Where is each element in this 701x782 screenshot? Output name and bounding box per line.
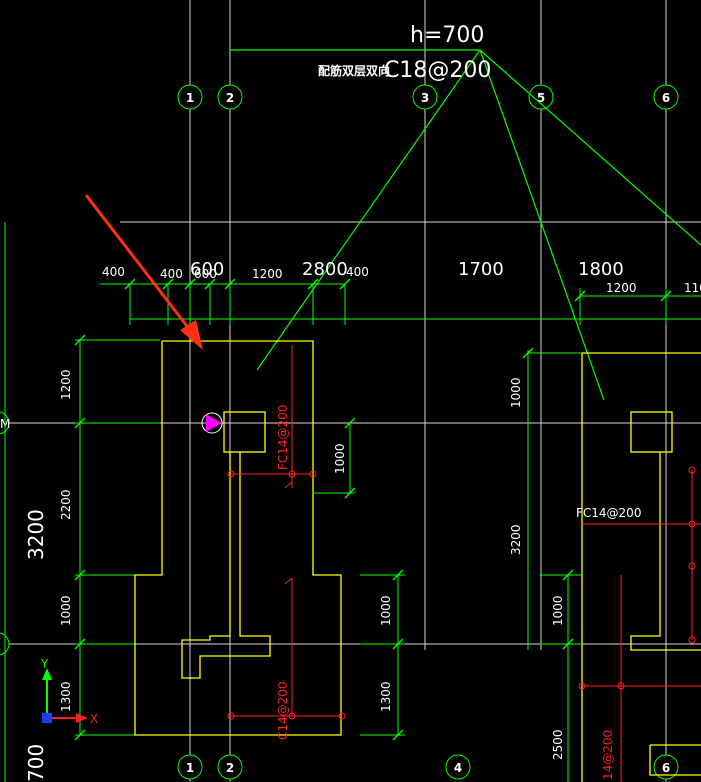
inner-dim-1000-a: 1000 [333,443,347,474]
left-dim-700: 700 [24,744,48,782]
top-dim-1200: 1200 [252,267,283,281]
grid-label-top-6: 6 [662,91,670,105]
grid-bubble-left-lower[interactable] [0,632,10,656]
red-pointer-arrow-icon [84,194,203,350]
grid-bubble-bottom-2[interactable] [217,754,243,780]
top-dim-600-large: 600 [190,259,224,280]
grid-label-bottom-1: 1 [186,761,194,775]
grid-bubble-top-2[interactable] [217,84,243,110]
grid-bubble-top-5[interactable] [528,84,554,110]
grid-bubble-bottom-6[interactable] [653,754,679,780]
rebar-label-upper: FC14@200 [276,405,290,470]
grid-label-top-1: 1 [186,91,194,105]
left-dim-1000: 1000 [59,595,73,626]
column-outline[interactable] [223,411,266,453]
left-dim-1300: 1300 [59,681,73,712]
right-dim-2500: 2500 [551,729,565,760]
left-dim-2200: 2200 [59,489,73,520]
right-dim-1000-a: 1000 [509,377,523,408]
rebar-nodes [227,466,696,720]
annotation-leaders [230,49,701,401]
top-dim-1200-right: 1200 [606,281,637,295]
grid-bubbles-top [177,84,679,110]
insertion-point-marker[interactable] [201,412,223,434]
rebar-prefix-label: 配筋双层双向 [318,63,390,78]
right-column-outline[interactable] [630,411,673,453]
rebar-label-right: 14@200 [601,730,615,780]
inner-dimension-lines [313,350,582,782]
foundation-outline[interactable] [134,340,701,782]
ucs-y-label: Y [40,657,49,671]
grid-label-bottom-2: 2 [226,761,234,775]
grid-bubbles-bottom [177,754,679,780]
inner-dim-1300: 1300 [379,681,393,712]
top-dim-400-a: 400 [102,265,125,279]
grid-bubble-top-1[interactable] [177,84,203,110]
top-dim-400-b: 400 [160,267,183,281]
ucs-icon [42,668,88,723]
left-dimension-lines [4,222,160,782]
grid-bubble-left-m[interactable] [0,411,10,435]
play-marker-icon [206,414,222,432]
rebar-spec-label: C18@200 [384,58,491,83]
left-dim-3200: 3200 [24,509,48,560]
rebar-label-lower: C14@200 [276,681,290,740]
ucs-x-label: X [90,712,98,726]
top-dim-600-small: 600 [194,267,217,281]
top-dim-110: 110 [684,281,701,295]
grid-label-bottom-6: 6 [662,761,670,775]
top-dim-400-c: 400 [346,265,369,279]
grid-label-top-2: 2 [226,91,234,105]
grid-bubble-bottom-4[interactable] [445,754,471,780]
grid-label-bottom-4: 4 [454,761,462,775]
top-dim-1700: 1700 [458,259,504,280]
grid-bubble-top-3[interactable] [412,84,438,110]
top-dimension-ticks [124,278,672,302]
right-dim-3200: 3200 [509,524,523,555]
rebar-lines[interactable] [231,345,701,782]
grid-bubble-top-6[interactable] [653,84,679,110]
top-dim-2800: 2800 [302,259,348,280]
left-dim-1200: 1200 [59,369,73,400]
right-foundation-label: FC14@200 [576,506,641,520]
grid-label-top-5: 5 [537,91,545,105]
height-label: h=700 [410,23,484,48]
top-dimension-lines [100,283,701,325]
top-dim-1800: 1800 [578,259,624,280]
grid-bubble-bottom-1[interactable] [177,754,203,780]
grid-label-top-3: 3 [421,91,429,105]
left-dimension-ticks [74,334,86,741]
right-dim-1000-b: 1000 [551,595,565,626]
inner-dim-1000-b: 1000 [379,595,393,626]
